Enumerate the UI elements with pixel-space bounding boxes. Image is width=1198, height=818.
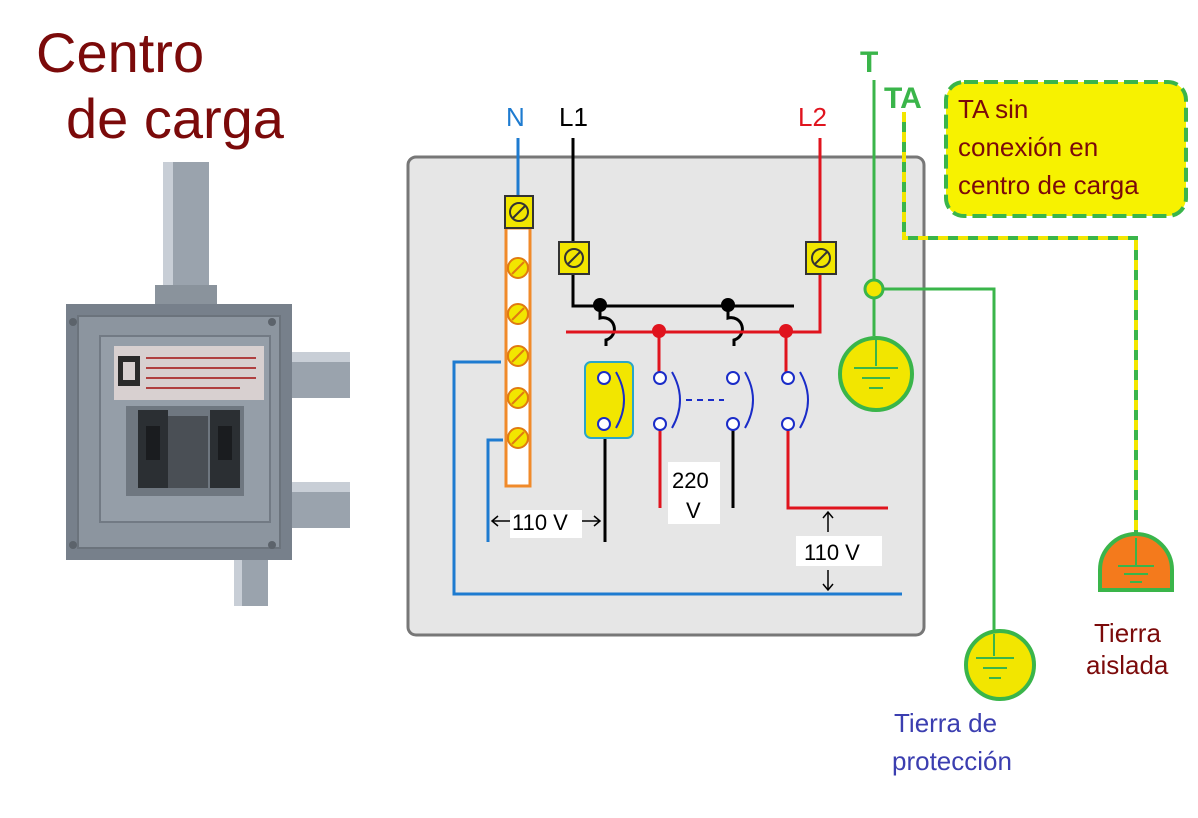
voltage-220-unit: V	[686, 498, 701, 523]
voltage-110-right: 110 V	[804, 540, 860, 565]
line2-label: L2	[798, 102, 827, 132]
voltage-110-left-arrow	[490, 515, 602, 527]
ground-wiring	[872, 80, 996, 634]
voltage-220-value: 220	[672, 468, 709, 493]
note-line-1: TA sin	[958, 94, 1028, 124]
ground-icon	[838, 336, 914, 412]
isolated-ground-label: TA	[884, 82, 922, 115]
screw-icon	[507, 427, 529, 449]
protection-ground-label-2: protección	[892, 746, 1012, 776]
isolated-ground-label-2: aislada	[1086, 650, 1169, 680]
screw-icon	[507, 387, 529, 409]
voltage-110-left: 110 V	[512, 510, 568, 535]
load-center-photo	[66, 162, 350, 606]
isolated-ground-icon	[1098, 532, 1174, 592]
screw-icon	[507, 345, 529, 367]
line1-wiring	[571, 138, 794, 542]
title-line-2: de carga	[66, 87, 285, 150]
line2-terminal-icon	[805, 241, 837, 275]
line1-label: L1	[559, 102, 588, 132]
line1-terminal-icon	[558, 241, 590, 275]
screw-icon	[507, 303, 529, 325]
isolated-ground-label-1: Tierra	[1094, 618, 1161, 648]
single-pole-breaker-right	[781, 371, 809, 431]
ground-label: T	[860, 46, 878, 79]
neutral-terminal-icon	[504, 195, 534, 229]
protection-ground-icon	[964, 629, 1036, 701]
note-line-2: conexión en	[958, 132, 1098, 162]
neutral-wiring	[452, 138, 902, 596]
protection-ground-label-1: Tierra de	[894, 708, 997, 738]
isolated-ground-wiring	[902, 112, 1138, 538]
ground-bar-node	[863, 278, 885, 300]
voltage-110-right-arrow	[822, 510, 834, 592]
isolated-ground-note: TA sin conexión en centro de carga	[944, 80, 1188, 218]
neutral-label: N	[506, 102, 525, 132]
screw-icon	[507, 257, 529, 279]
double-pole-breaker	[653, 371, 754, 431]
single-pole-breaker	[584, 361, 634, 439]
title-line-1: Centro	[36, 21, 204, 84]
note-line-3: centro de carga	[958, 170, 1139, 200]
line2-wiring	[566, 138, 888, 510]
neutral-bar-screws	[507, 257, 529, 449]
